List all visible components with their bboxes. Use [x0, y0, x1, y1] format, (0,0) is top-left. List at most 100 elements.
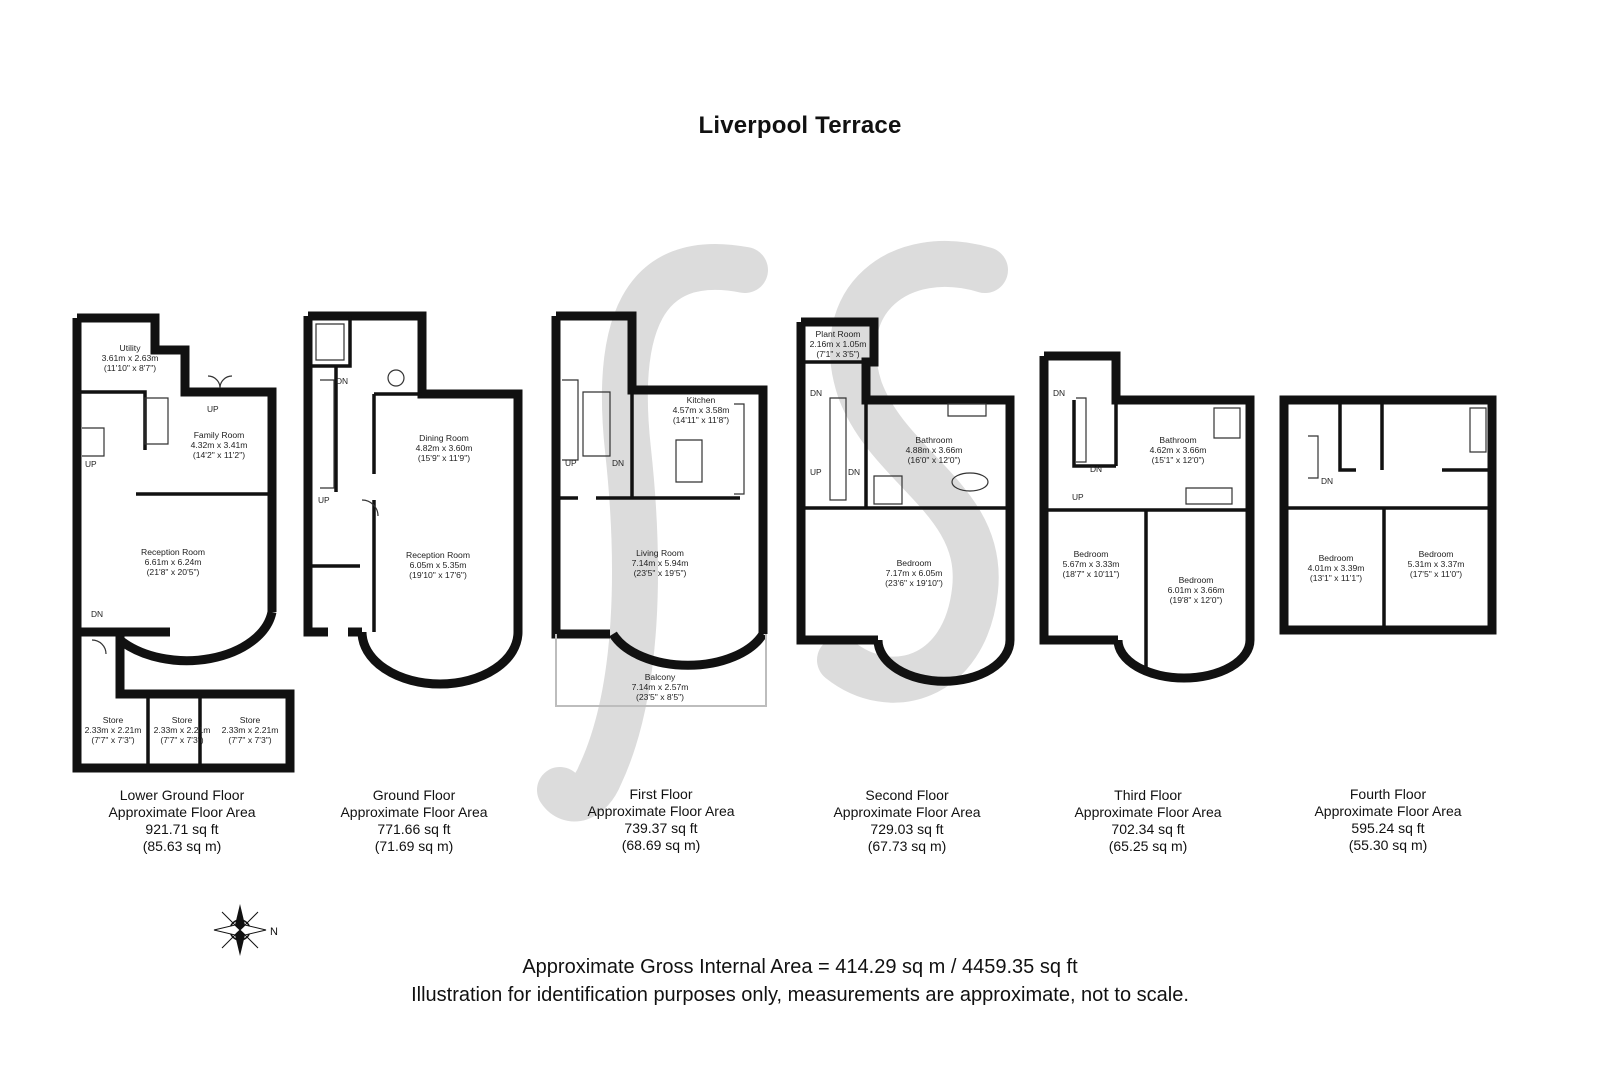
room-bathroom: Bathroom 4.88m x 3.66m (16'0" x 12'0"): [906, 435, 963, 465]
svg-text:6.61m x 6.24m: 6.61m x 6.24m: [145, 557, 202, 567]
svg-text:2.33m x 2.21m: 2.33m x 2.21m: [222, 725, 279, 735]
room-bedroom: Bedroom 5.31m x 3.37m (17'5" x 11'0"): [1408, 549, 1465, 579]
floor-area-sqft: 771.66 sq ft: [377, 821, 451, 837]
room-store: Store 2.33m x 2.21m (7'7" x 7'3"): [222, 715, 279, 745]
floor-caption-lower-ground: Lower Ground Floor Approximate Floor Are…: [72, 787, 292, 855]
room-bedroom: Bedroom 4.01m x 3.39m (13'1" x 11'1"): [1308, 553, 1365, 583]
svg-text:Balcony: Balcony: [645, 672, 676, 682]
third-floor-plan: [1039, 351, 1255, 683]
stair-up-label: UP: [1072, 492, 1084, 502]
svg-text:7.17m x 6.05m: 7.17m x 6.05m: [886, 568, 943, 578]
svg-text:6.05m x 5.35m: 6.05m x 5.35m: [410, 560, 467, 570]
floor-area-label: Approximate Floor Area: [587, 803, 735, 819]
stair-up-label: UP: [565, 458, 577, 468]
svg-text:5.67m x 3.33m: 5.67m x 3.33m: [1063, 559, 1120, 569]
svg-text:6.01m x 3.66m: 6.01m x 3.66m: [1168, 585, 1225, 595]
lower-ground-floor-plan: [72, 313, 295, 773]
room-bedroom: Bedroom 7.17m x 6.05m (23'6" x 19'10"): [885, 558, 943, 588]
floor-area-sqm: (67.73 sq m): [867, 838, 947, 854]
svg-text:(7'7" x 7'3"): (7'7" x 7'3"): [228, 735, 271, 745]
stair-down-label: DN: [612, 458, 624, 468]
floor-caption-ground: Ground Floor Approximate Floor Area 771.…: [304, 787, 524, 855]
fourth-floor-plan: [1279, 395, 1497, 635]
floor-area-sqm: (65.25 sq m): [1108, 838, 1188, 854]
svg-text:Utility: Utility: [119, 343, 141, 353]
svg-text:(23'5" x 8'5"): (23'5" x 8'5"): [636, 692, 684, 702]
compass-rose-icon: N: [213, 904, 278, 956]
room-family-room: Family Room 4.32m x 3.41m (14'2" x 11'2"…: [191, 430, 248, 460]
svg-text:(21'8" x 20'5"): (21'8" x 20'5"): [147, 567, 200, 577]
floor-area-sqft: 739.37 sq ft: [624, 820, 698, 836]
svg-text:Bathroom: Bathroom: [1159, 435, 1196, 445]
stair-down-label: DN: [1090, 464, 1102, 474]
stair-down-label: DN: [336, 376, 348, 386]
svg-text:7.14m x 2.57m: 7.14m x 2.57m: [632, 682, 689, 692]
svg-text:(19'10" x 17'6"): (19'10" x 17'6"): [409, 570, 467, 580]
svg-text:4.82m x 3.60m: 4.82m x 3.60m: [416, 443, 473, 453]
svg-text:(17'5" x 11'0"): (17'5" x 11'0"): [1410, 569, 1462, 579]
svg-text:Reception Room: Reception Room: [141, 547, 205, 557]
room-plant-room: Plant Room 2.16m x 1.05m (7'1" x 3'5"): [810, 329, 867, 359]
svg-text:Bedroom: Bedroom: [1074, 549, 1109, 559]
stair-down-label: DN: [1321, 476, 1333, 486]
room-reception-room: Reception Room 6.05m x 5.35m (19'10" x 1…: [406, 550, 470, 580]
svg-text:(7'7" x 7'3"): (7'7" x 7'3"): [91, 735, 134, 745]
room-dining-room: Dining Room 4.82m x 3.60m (15'9" x 11'9"…: [416, 433, 473, 463]
gross-area-text: Approximate Gross Internal Area = 414.29…: [522, 956, 1078, 978]
room-store: Store 2.33m x 2.21m (7'7" x 7'3"): [85, 715, 142, 745]
room-store: Store 2.33m x 2.21m (7'7" x 7'3"): [154, 715, 211, 745]
floor-area-sqft: 702.34 sq ft: [1111, 821, 1185, 837]
room-bedroom: Bedroom 6.01m x 3.66m (19'8" x 12'0"): [1168, 575, 1225, 605]
svg-text:4.57m x 3.58m: 4.57m x 3.58m: [673, 405, 730, 415]
svg-text:Bathroom: Bathroom: [915, 435, 952, 445]
svg-text:4.88m x 3.66m: 4.88m x 3.66m: [906, 445, 963, 455]
plan-title: Liverpool Terrace: [698, 112, 902, 139]
ground-floor-plan: [303, 311, 523, 689]
compass-north-label: N: [270, 926, 278, 938]
room-bathroom: Bathroom 4.62m x 3.66m (15'1" x 12'0"): [1150, 435, 1207, 465]
room-kitchen: Kitchen 4.57m x 3.58m (14'11" x 11'8"): [673, 395, 730, 425]
floor-name: Third Floor: [1114, 787, 1182, 803]
stair-up-label: UP: [810, 467, 822, 477]
first-floor-plan: [551, 311, 768, 707]
stair-up-label: UP: [318, 495, 330, 505]
stair-up-label: UP: [85, 459, 97, 469]
room-living-room: Living Room 7.14m x 5.94m (23'5" x 19'5"…: [632, 548, 689, 578]
svg-text:5.31m x 3.37m: 5.31m x 3.37m: [1408, 559, 1465, 569]
floor-area-sqft: 729.03 sq ft: [870, 821, 944, 837]
svg-text:Plant Room: Plant Room: [816, 329, 861, 339]
svg-text:Kitchen: Kitchen: [687, 395, 716, 405]
svg-text:4.01m x 3.39m: 4.01m x 3.39m: [1308, 563, 1365, 573]
svg-text:(16'0" x 12'0"): (16'0" x 12'0"): [908, 455, 961, 465]
floor-caption-second: Second Floor Approximate Floor Area 729.…: [797, 787, 1017, 855]
floor-name: Ground Floor: [372, 787, 456, 803]
stair-up-label: UP: [207, 404, 219, 414]
floor-area-label: Approximate Floor Area: [108, 804, 256, 820]
svg-text:Store: Store: [240, 715, 261, 725]
svg-text:(23'6" x 19'10"): (23'6" x 19'10"): [885, 578, 943, 588]
floor-area-sqm: (55.30 sq m): [1348, 837, 1428, 853]
svg-text:Reception Room: Reception Room: [406, 550, 470, 560]
svg-text:(7'7" x 7'3"): (7'7" x 7'3"): [160, 735, 203, 745]
svg-text:4.62m x 3.66m: 4.62m x 3.66m: [1150, 445, 1207, 455]
floor-area-label: Approximate Floor Area: [833, 804, 981, 820]
floor-area-label: Approximate Floor Area: [1074, 804, 1222, 820]
floor-name: Fourth Floor: [1349, 786, 1427, 802]
stair-down-label: DN: [91, 609, 103, 619]
room-reception-room: Reception Room 6.61m x 6.24m (21'8" x 20…: [141, 547, 205, 577]
svg-text:Bedroom: Bedroom: [1319, 553, 1354, 563]
svg-text:(13'1" x 11'1"): (13'1" x 11'1"): [1310, 573, 1362, 583]
stair-down-label: DN: [1053, 388, 1065, 398]
js-monogram-watermark-icon: [537, 241, 1008, 822]
floor-area-sqm: (68.69 sq m): [621, 837, 701, 853]
second-floor-plan: [796, 317, 1015, 686]
floor-area-label: Approximate Floor Area: [340, 804, 488, 820]
stair-down-label: DN: [810, 388, 822, 398]
svg-text:Bedroom: Bedroom: [1179, 575, 1214, 585]
room-balcony: Balcony 7.14m x 2.57m (23'5" x 8'5"): [632, 672, 689, 702]
floor-area-sqm: (71.69 sq m): [374, 838, 454, 854]
svg-text:Store: Store: [172, 715, 193, 725]
floor-caption-third: Third Floor Approximate Floor Area 702.3…: [1038, 787, 1258, 855]
svg-text:Living Room: Living Room: [636, 548, 684, 558]
floor-area-label: Approximate Floor Area: [1314, 803, 1462, 819]
